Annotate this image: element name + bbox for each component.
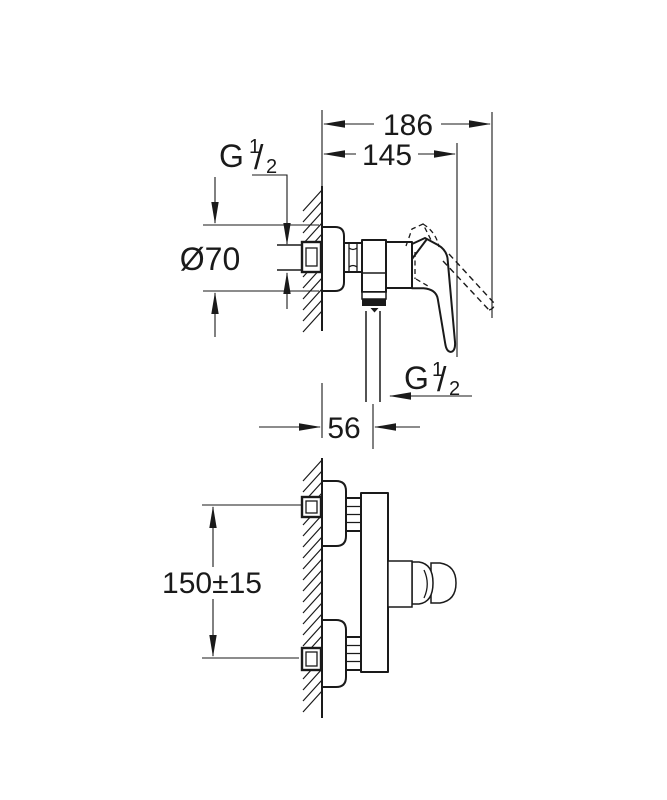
escutcheon-bottom bbox=[321, 619, 347, 688]
dimension-outlet-offset: 56 bbox=[259, 404, 420, 449]
dia70-extension-lines bbox=[203, 224, 319, 292]
union-nut-bottom-facets bbox=[346, 644, 361, 663]
outlet-nut-band bbox=[362, 299, 386, 306]
union-nut-facets bbox=[348, 244, 358, 271]
dimension-body-depth: 145 bbox=[323, 139, 458, 357]
bottom-union-square-outer bbox=[300, 646, 323, 672]
escutcheon-top bbox=[321, 480, 347, 547]
dimension-connection-spacing: 150±15 bbox=[162, 506, 262, 657]
handle-base bbox=[387, 560, 413, 608]
bottom-union-square-inner bbox=[305, 651, 318, 667]
outlet-pipe bbox=[365, 311, 381, 402]
front-view: 150±15 bbox=[162, 458, 457, 718]
mixer-body bbox=[385, 241, 413, 289]
top-union-square-inner bbox=[305, 500, 318, 514]
mixer-body-front bbox=[360, 492, 389, 673]
escutcheon-side bbox=[321, 226, 345, 292]
handle-mid-arc bbox=[423, 569, 428, 599]
wall-union-square-outer bbox=[300, 240, 323, 274]
dim-150-label: 150±15 bbox=[162, 567, 262, 600]
thread-top-sub: 2 bbox=[266, 156, 277, 178]
dimension-escutcheon-diameter: Ø70 bbox=[180, 177, 240, 337]
thread-top-leader bbox=[252, 174, 291, 245]
handle-mid-section bbox=[411, 561, 434, 605]
top-union-square-outer bbox=[300, 495, 323, 519]
outlet-marker bbox=[370, 308, 379, 313]
side-view: 186 145 Ø70 G 1 / 2 56 bbox=[180, 109, 495, 449]
thread-top-slash: / bbox=[254, 139, 264, 177]
thread-top-G: G bbox=[219, 138, 244, 174]
dim-186-label: 186 bbox=[383, 109, 433, 142]
thread-top-sup: 1 bbox=[249, 136, 260, 158]
lever-handle-front bbox=[387, 560, 457, 608]
dimension-total-depth: 186 bbox=[323, 109, 493, 318]
thread-bottom-sub: 2 bbox=[449, 378, 460, 400]
lever-handle bbox=[411, 237, 457, 353]
cartridge-housing bbox=[361, 239, 387, 293]
thread-bottom-sup: 1 bbox=[432, 359, 443, 381]
union-nut-top-facets bbox=[346, 505, 361, 524]
handle-end-cap bbox=[430, 562, 457, 604]
union-nut-side bbox=[343, 242, 363, 273]
thread-bottom-G: G bbox=[404, 360, 429, 396]
wall-union-square-inner bbox=[305, 247, 318, 267]
dim-145-label: 145 bbox=[362, 139, 412, 172]
dia70-label: Ø70 bbox=[180, 241, 240, 277]
thread-callout-top: G 1 / 2 bbox=[219, 136, 291, 309]
thread-callout-bottom: G 1 / 2 bbox=[389, 359, 472, 400]
thread-bottom-slash: / bbox=[437, 361, 447, 399]
outlet-collar bbox=[361, 291, 387, 300]
supply-pipe-stub bbox=[277, 244, 303, 271]
dim-56-label: 56 bbox=[327, 412, 360, 445]
